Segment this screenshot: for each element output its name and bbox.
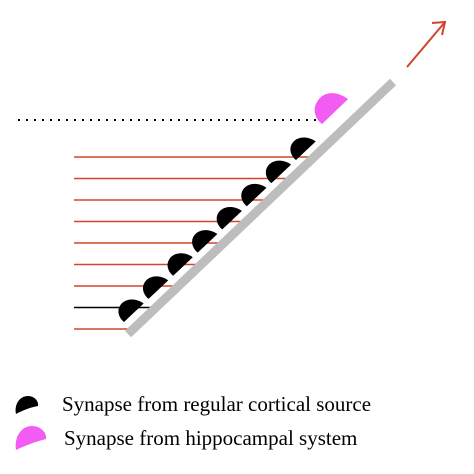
growth-arrow-icon: [406, 20, 447, 68]
dendrite-shaft: [124, 78, 397, 338]
legend-label-hippocampal: Synapse from hippocampal system: [64, 425, 358, 450]
cortical-synapse: [167, 253, 193, 276]
cortical-synapse: [118, 299, 144, 322]
cortical-synapse: [265, 160, 292, 184]
legend-label-cortical: Synapse from regular cortical source: [62, 392, 372, 416]
cortical-synapse: [192, 230, 218, 253]
cortical-synapse: [142, 276, 169, 299]
legend-item-hippocampal: Synapse from hippocampal system: [14, 424, 357, 452]
neuron-dendrite-diagram: [18, 20, 447, 338]
cortical-synapses: [118, 137, 316, 322]
input-fibers: [74, 156, 313, 330]
cortical-synapse: [216, 206, 242, 230]
cortical-synapse: [241, 183, 267, 207]
cortical-synapse: [290, 137, 316, 160]
black-synapse-icon: [15, 395, 39, 414]
hippocampal-synapse: [314, 93, 349, 124]
magenta-synapse-icon: [15, 426, 47, 450]
legend-item-cortical: Synapse from regular cortical source: [14, 392, 371, 417]
